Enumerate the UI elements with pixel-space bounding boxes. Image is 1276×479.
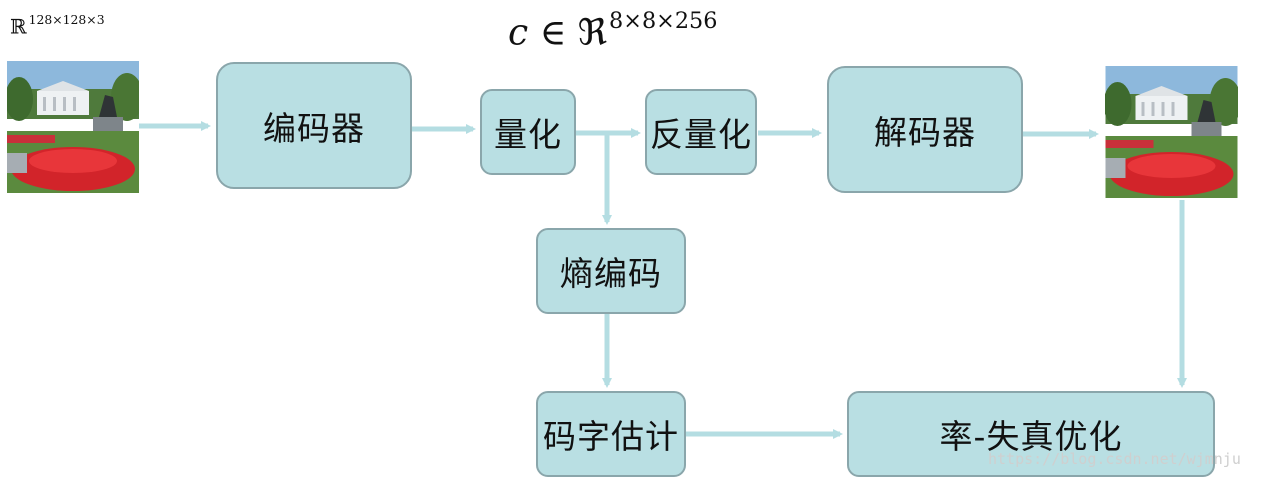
output-image [1105,66,1238,198]
input-image [7,61,139,193]
white-house-photo [7,61,139,193]
rd-optimization-node: 率-失真优化 [847,391,1215,477]
quantize-node: 量化 [480,89,576,175]
decoder-node: 解码器 [827,66,1023,193]
dequantize-node: 反量化 [645,89,757,175]
reconstructed-photo [1105,66,1238,198]
encoder-node: 编码器 [216,62,412,189]
watermark-text: https://blog.csdn.net/wjmnju [988,450,1241,468]
rate-estimation-node: 码字估计 [536,391,686,477]
latent-dimension-label: c ∈ ℜ8×8×256 [508,8,718,54]
entropy-coding-node: 熵编码 [536,228,686,314]
